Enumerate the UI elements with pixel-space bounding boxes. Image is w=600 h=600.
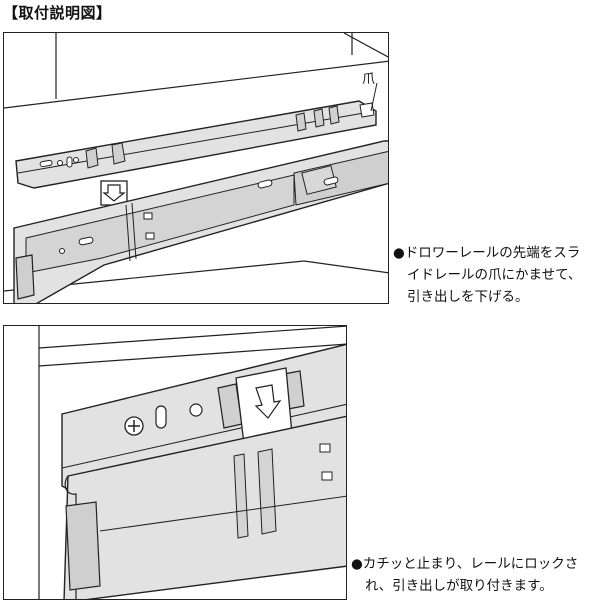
drawer-rail [13, 140, 388, 303]
figure-2-caption: ●カチッと止まり、レールにロックさ れ、引き出しが取り付きます。 [351, 553, 599, 597]
slide-rail [15, 100, 377, 189]
figure-1-illustration [3, 32, 389, 304]
rail-engage-drawing [4, 33, 388, 303]
rail-locked-drawing [38, 326, 346, 599]
down-arrow-icon [235, 367, 293, 445]
down-arrow-icon [100, 180, 128, 206]
caption-line: ドロワーレールの先端をスラ [404, 245, 581, 261]
drawer-rail [63, 415, 346, 599]
figure-2-illustration [3, 325, 347, 600]
caption-line: 引き出しを下げる。 [407, 289, 529, 305]
caption-line: カチッと止まり、レールにロックさ [362, 556, 579, 572]
caption-line: れ、引き出しが取り付きます。 [365, 578, 553, 594]
caption-line: イドレールの爪にかませて、 [407, 267, 582, 283]
figure-1-caption: ●ドロワーレールの先端をスラ イドレールの爪にかませて、 引き出しを下げる。 [393, 242, 598, 308]
page-title: 【取付説明図】 [3, 4, 112, 22]
claw-label: 爪 [362, 72, 376, 87]
bullet: ● [351, 556, 363, 572]
bullet: ● [393, 245, 405, 261]
